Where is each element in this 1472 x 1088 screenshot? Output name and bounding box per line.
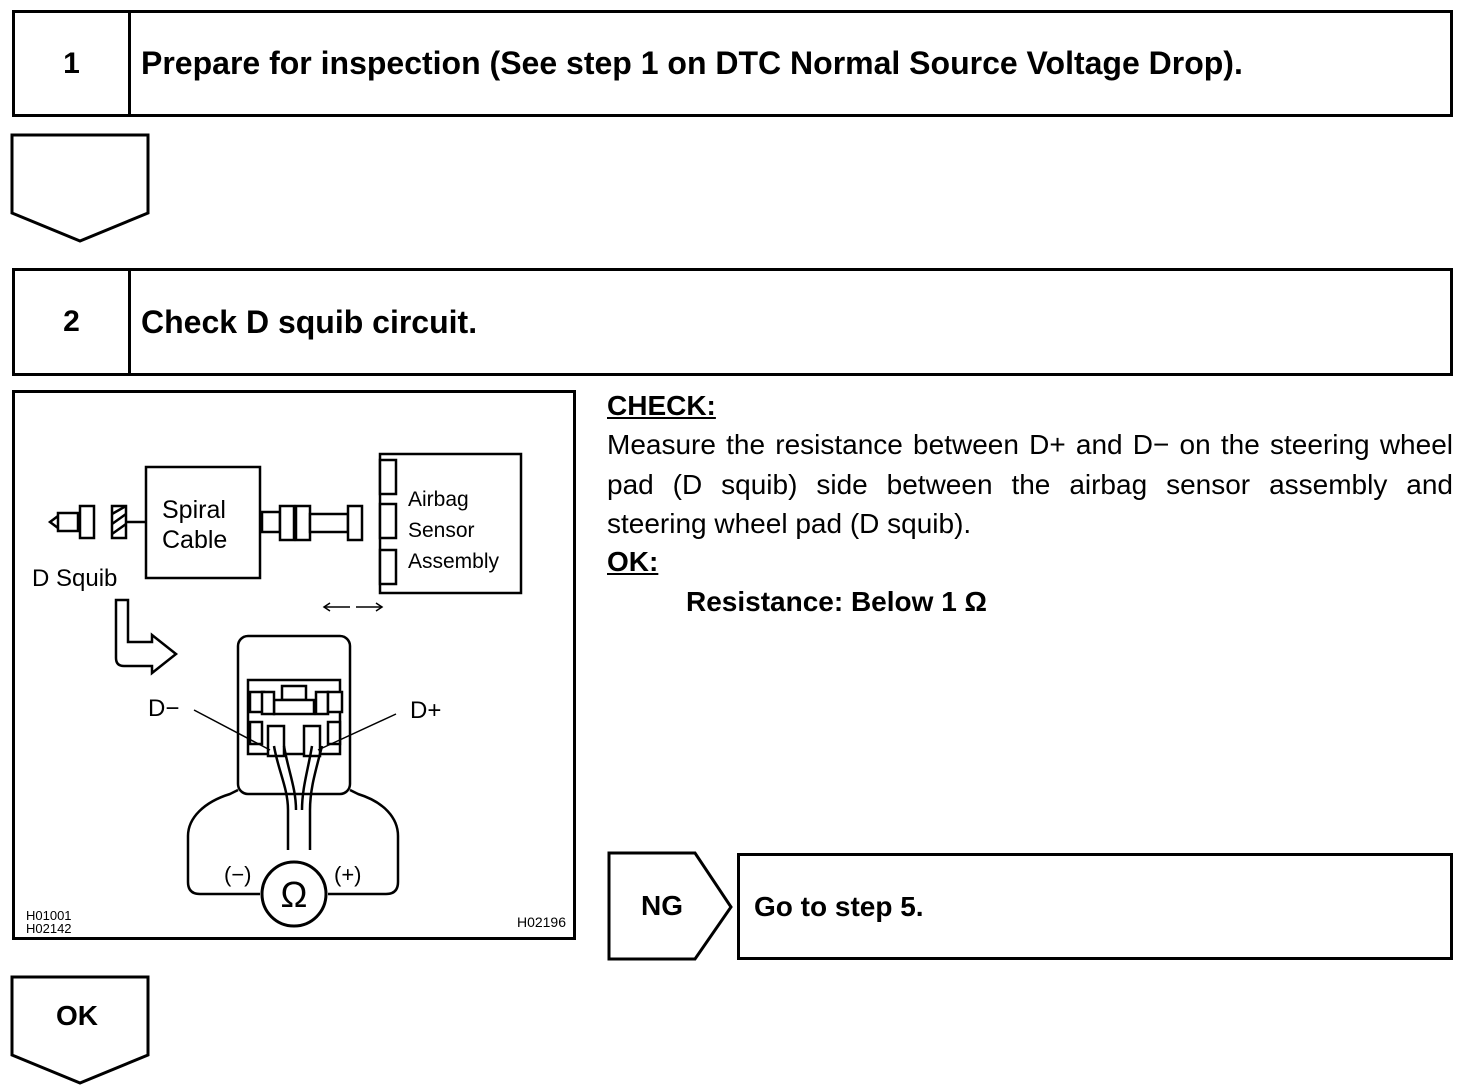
meter-minus-label: (−) — [224, 862, 252, 887]
ohmmeter-icon — [260, 860, 328, 928]
disconnect-arrows-icon — [322, 602, 384, 612]
ok-heading: OK: — [607, 546, 659, 577]
probe-leads — [186, 745, 400, 896]
d-squib-label: D Squib — [32, 565, 117, 592]
airbag-label-2: Sensor — [408, 519, 475, 542]
d-minus-label: D− — [148, 695, 179, 722]
d-plus-label: D+ — [410, 697, 441, 724]
squib-circuit-figure: Spiral Cable Airbag Sensor Assembly D Sq… — [12, 390, 576, 940]
step-title: Check D squib circuit. — [141, 303, 478, 340]
meter-plus-label: (+) — [334, 862, 362, 887]
figure-code-right: H02196 — [517, 914, 566, 930]
figure-code-left-2: H02142 — [26, 921, 72, 936]
check-instructions: Measure the resistance between D+ and D−… — [607, 429, 1453, 539]
bent-arrow-icon — [114, 598, 179, 676]
ok-arrow-shape — [10, 975, 150, 1085]
airbag-label-3: Assembly — [408, 550, 500, 573]
step-title: Prepare for inspection (See step 1 on DT… — [141, 45, 1243, 81]
ohm-symbol: Ω — [281, 874, 308, 915]
connector-face — [236, 634, 352, 796]
step-number: 1 — [15, 13, 131, 114]
sensor-terminals — [378, 458, 398, 586]
ng-action-box: Go to step 5. — [737, 853, 1453, 960]
spiral-cable-label-2: Cable — [162, 526, 227, 554]
step-2-header: 2 Check D squib circuit. — [12, 268, 1453, 376]
ng-action-text: Go to step 5. — [754, 890, 924, 922]
sensor-connector — [260, 504, 364, 542]
step-1-header: 1 Prepare for inspection (See step 1 on … — [12, 10, 1453, 117]
check-heading: CHECK: — [607, 390, 716, 421]
airbag-label-1: Airbag — [408, 488, 469, 511]
ng-arrow-shape — [607, 851, 733, 961]
step-number: 2 — [15, 271, 131, 373]
spiral-cable-label-1: Spiral — [162, 496, 226, 524]
leader-lines — [193, 709, 397, 751]
airbag-sensor-box — [378, 452, 523, 595]
figure-code-left-1: H01001 — [26, 908, 72, 923]
d-squib-connector — [47, 504, 146, 540]
ok-label: OK — [56, 1000, 98, 1031]
resistance-spec: Resistance: Below 1 Ω — [686, 586, 987, 617]
flow-arrow-step1 — [10, 133, 150, 243]
ng-label: NG — [641, 890, 683, 921]
